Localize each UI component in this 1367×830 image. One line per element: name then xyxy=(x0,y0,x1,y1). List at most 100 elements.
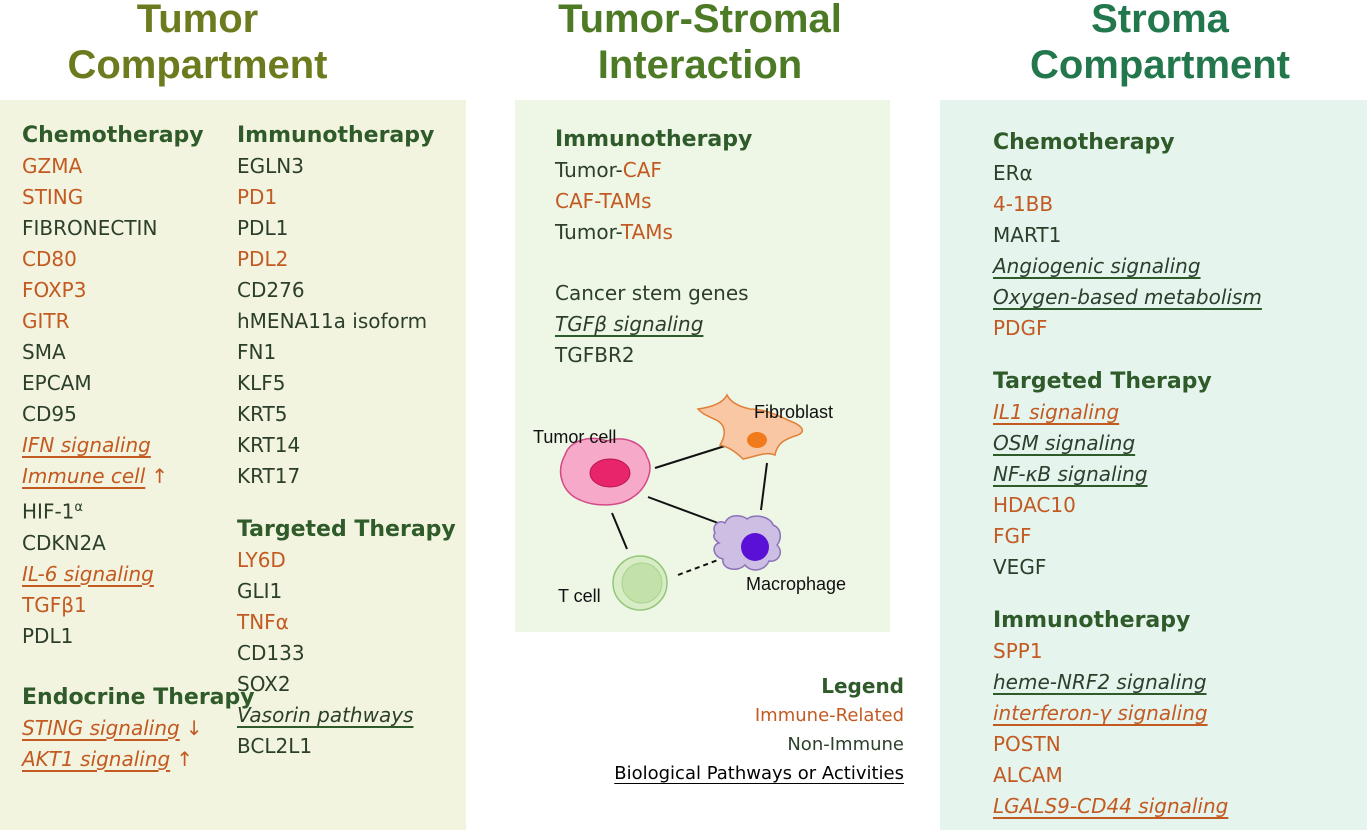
item-text: HIF-1 xyxy=(22,499,75,524)
macrophage-label: Macrophage xyxy=(746,574,846,594)
item-text: KLF5 xyxy=(237,371,286,395)
section-title: Targeted Therapy xyxy=(237,517,456,542)
item-text: KRT14 xyxy=(237,433,301,457)
fibroblast-label: Fibroblast xyxy=(754,402,833,422)
item-text: OSM signaling xyxy=(993,431,1136,455)
section-title: Chemotherapy xyxy=(22,123,204,148)
item-text: PDL2 xyxy=(237,247,289,271)
pathway-item: IL-6 signaling xyxy=(22,559,255,590)
gene-item: CDKN2A xyxy=(22,528,255,559)
item-text: MART1 xyxy=(993,223,1062,247)
gene-item: FN1 xyxy=(237,337,456,368)
gene-item: hMENA11a isoform xyxy=(237,306,456,337)
gene-item: CD133 xyxy=(237,638,456,669)
stroma-panel xyxy=(940,100,1367,830)
item-text: KRT17 xyxy=(237,464,301,488)
interaction-heading-line1: Tumor-Stromal xyxy=(558,0,842,41)
item-text: Vasorin pathways xyxy=(237,703,414,727)
item-text: 4-1BB xyxy=(993,192,1054,216)
pathway-item: OSM signaling xyxy=(993,428,1262,459)
item-text: AKT1 signaling xyxy=(22,746,171,771)
item-text: CD276 xyxy=(237,278,305,302)
gene-item: PDL2 xyxy=(237,244,456,275)
item-text: HDAC10 xyxy=(993,493,1076,517)
item-text: PDL1 xyxy=(22,623,74,648)
item-text: SPP1 xyxy=(993,639,1043,663)
fibroblast-icon xyxy=(696,393,804,460)
pathway-item: Oxygen-based metabolism xyxy=(993,282,1262,313)
item-part: TAMs xyxy=(620,220,673,244)
item-text: SOX2 xyxy=(237,672,291,696)
item-text: EPCAM xyxy=(22,371,92,395)
gene-item: BCL2L1 xyxy=(237,731,456,762)
legend: Legend Immune-Related Non-Immune Biologi… xyxy=(614,672,904,788)
interaction-item: CAF-TAMs xyxy=(555,186,752,217)
gene-item: PDGF xyxy=(993,313,1262,344)
gene-item: SMA xyxy=(22,337,255,368)
pathway-item: interferon-γ signaling xyxy=(993,698,1262,729)
pathway-item: IFN signaling xyxy=(22,430,255,461)
gene-item: KRT17 xyxy=(237,461,456,492)
gene-item: KRT14 xyxy=(237,430,456,461)
item-text: POSTN xyxy=(993,732,1061,756)
stroma-heading-line1: Stroma xyxy=(1091,0,1229,41)
gene-item: MART1 xyxy=(993,220,1262,251)
legend-title: Legend xyxy=(821,674,904,698)
item-text: VEGF xyxy=(993,555,1047,579)
gene-item: PDL1 xyxy=(22,621,255,652)
item-part: CAF-TAMs xyxy=(555,189,652,213)
item-text: TGFBR2 xyxy=(555,343,635,367)
gene-item: EPCAM xyxy=(22,368,255,399)
gene-item: Cancer stem genes xyxy=(555,278,752,309)
section-title: Endocrine Therapy xyxy=(22,684,255,710)
interaction-panel xyxy=(515,100,890,632)
item-text: FOXP3 xyxy=(22,278,87,302)
tumor-compartment-heading: Tumor Compartment xyxy=(30,0,365,88)
item-text: ALCAM xyxy=(993,763,1063,787)
legend-non-immune: Non-Immune xyxy=(787,734,904,755)
tumor-panel xyxy=(0,100,466,830)
gene-item: GZMA xyxy=(22,151,255,182)
pathway-item: Immune cell↑ xyxy=(22,461,255,492)
interaction-item: Tumor-CAF xyxy=(555,155,752,186)
item-text: IL-6 signaling xyxy=(22,561,154,586)
item-text: TNFα xyxy=(237,610,289,634)
item-text: hMENA11a isoform xyxy=(237,309,428,333)
gene-item: FGF xyxy=(993,521,1262,552)
gene-item: STING xyxy=(22,182,255,213)
item-text: Oxygen-based metabolism xyxy=(993,285,1262,309)
item-text: NF-κB signaling xyxy=(993,462,1148,486)
up-arrow-icon: ↑ xyxy=(151,464,169,488)
item-text: IFN signaling xyxy=(22,433,151,457)
gene-item: ERα xyxy=(993,158,1262,189)
item-text: PDL1 xyxy=(237,216,289,240)
gene-item: TGFBR2 xyxy=(555,340,752,371)
cell-diagram-svg: Tumor cell Fibroblast T cell Macrophage xyxy=(533,393,846,611)
item-text: interferon-γ signaling xyxy=(993,701,1208,725)
gene-item: HIF-1α xyxy=(22,492,255,528)
tcell-macrophage-link xyxy=(677,559,719,576)
t-cell-icon xyxy=(612,555,668,611)
gene-item: EGLN3 xyxy=(237,151,456,182)
tumor-cell-label: Tumor cell xyxy=(533,427,616,447)
gene-item: GLI1 xyxy=(237,576,456,607)
item-text: GITR xyxy=(22,309,70,333)
item-text: STING signaling xyxy=(22,715,180,740)
item-text: PD1 xyxy=(237,185,278,209)
tumor-fibroblast-link xyxy=(654,444,729,469)
interaction-item: Tumor-TAMs xyxy=(555,217,752,248)
item-text: TGFβ1 xyxy=(22,592,87,617)
gene-item: FIBRONECTIN xyxy=(22,213,255,244)
tumor-macrophage-link xyxy=(647,496,719,524)
item-text: FIBRONECTIN xyxy=(22,216,158,240)
tumor-endocrine-list: STING signaling↓AKT1 signaling↑ xyxy=(22,713,255,775)
item-text: CD95 xyxy=(22,402,77,426)
pathway-item: AKT1 signaling↑ xyxy=(22,744,255,775)
item-text: LGALS9-CD44 signaling xyxy=(993,794,1229,818)
